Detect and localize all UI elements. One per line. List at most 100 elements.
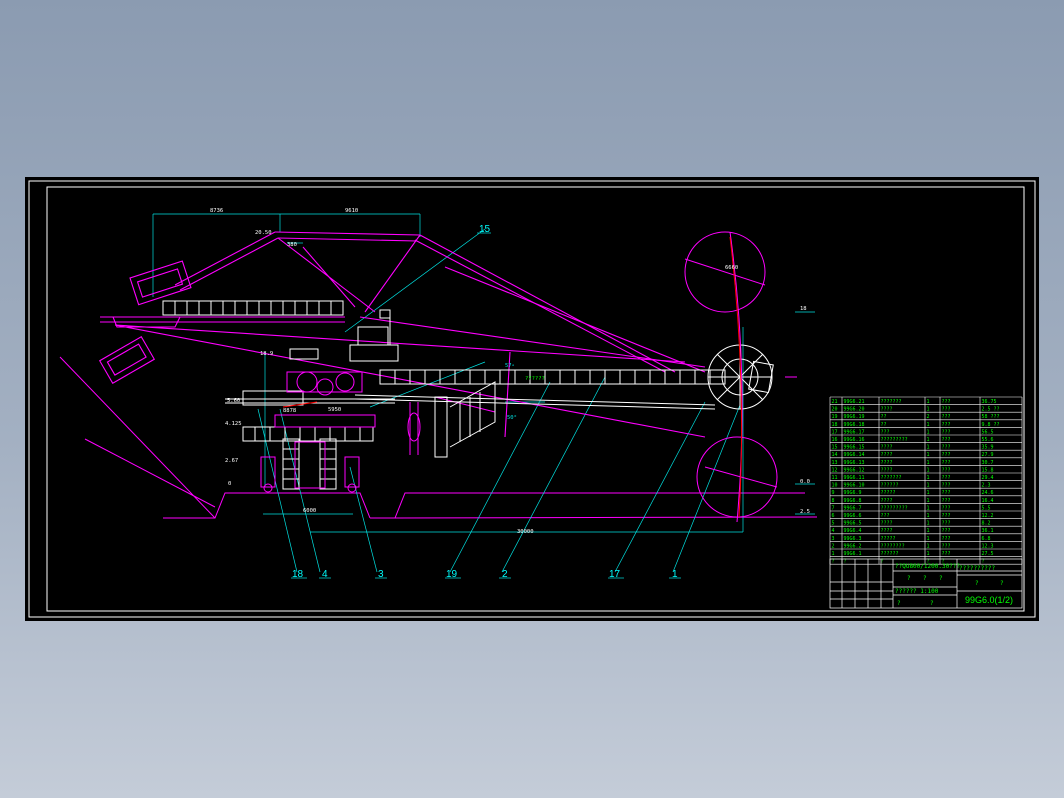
bom-cell: 99G6.6 — [844, 513, 862, 519]
cad-drawing: 8736 9610 380 8878 5950 6000 30000 57∘ 5… — [28, 180, 1036, 618]
bom-cell: ????????? — [881, 437, 908, 443]
dim-text: 8878 — [283, 408, 296, 414]
dim-text: 57∘ — [505, 363, 515, 369]
bom-cell: ??? — [881, 513, 890, 519]
upper-boom — [100, 231, 706, 438]
elev-text: 2.5 — [800, 509, 810, 515]
bom-cell: 12 — [832, 467, 838, 473]
bom-cell: 99G6.19 — [844, 414, 865, 420]
balloon-underlines — [291, 232, 681, 579]
bom-cell: 7 — [832, 505, 835, 511]
elev-text: 18.9 — [260, 351, 273, 357]
bom-cell: 1 — [927, 407, 930, 413]
ground-lines — [59, 356, 818, 519]
bom-cell: 99G6.7 — [844, 505, 862, 511]
gantry-truss — [162, 300, 726, 490]
bom-cell: ??? — [942, 437, 951, 443]
title-mark: ? — [907, 575, 911, 582]
dim-text: 9610 — [345, 208, 358, 214]
bom-cell: 24.6 — [982, 490, 994, 496]
bucket-wheel — [707, 344, 774, 410]
bom-cell: 11 — [832, 475, 838, 481]
balloon-17: 17 — [609, 569, 621, 580]
bom-header-cell: ? — [844, 559, 847, 565]
bom-cell: 1 — [927, 452, 930, 458]
bom-cell: ??? — [942, 483, 951, 489]
drawing-number: 99G6.0(1/2) — [965, 595, 1013, 605]
bom-cell: 13 — [832, 460, 838, 466]
bom-header-cell: ? — [832, 559, 835, 565]
dim-text: 8736 — [210, 208, 223, 214]
bom-cell: 2 — [832, 543, 835, 549]
bom-cell: 16 — [832, 437, 838, 443]
bom-cell: 4 — [832, 528, 835, 534]
bom-cell: ??????? — [881, 475, 902, 481]
bom-cell: 18 — [832, 422, 838, 428]
dim-text: ?????? — [525, 376, 545, 382]
bom-cell: ??? — [942, 513, 951, 519]
bom-header-cell: ? — [927, 559, 930, 565]
bom-cell: 99G6.8 — [844, 498, 862, 504]
bom-cell: ?? — [881, 414, 887, 420]
bom-cell: 99G6.13 — [844, 460, 865, 466]
bom-cell: 3 — [832, 536, 835, 542]
bom-cell: 27.5 — [982, 551, 994, 557]
inner-frame — [46, 186, 1025, 612]
bom-header-cell: ? — [982, 559, 985, 565]
bom-cell: 36.75 — [982, 399, 997, 405]
bom-cell: 6.8 — [982, 536, 991, 542]
bom-cell: 99G6.14 — [844, 452, 865, 458]
bom-cell: ??? — [881, 429, 890, 435]
bom-cell: ??? — [942, 414, 951, 420]
bom-cell: 30.7 — [982, 460, 994, 466]
elev-text: 20.50 — [255, 230, 272, 236]
elev-text: 6660 — [725, 265, 738, 271]
counterweight — [98, 260, 192, 385]
bom-cell: 56.5 — [982, 429, 994, 435]
bom-cell: 99G6.21 — [844, 399, 865, 405]
title-sheet: ? — [897, 600, 901, 607]
elev-text: 2.67 — [225, 458, 238, 464]
bom-header-cell: ? — [881, 559, 884, 565]
dim-text: 6000 — [303, 508, 316, 514]
red-accents — [282, 236, 743, 518]
bom-cell: ??????? — [881, 399, 902, 405]
bom-cell: ???? — [881, 460, 893, 466]
bom-cell: ??? — [942, 452, 951, 458]
bom-header-cell: ? — [942, 559, 945, 565]
bom-cell: ??? — [942, 551, 951, 557]
bom-cell: ??? — [942, 475, 951, 481]
bom-cell: ???? — [881, 445, 893, 451]
bom-cell: 1 — [927, 467, 930, 473]
balloon-19: 19 — [446, 569, 458, 580]
bom-cell: ????? — [881, 490, 896, 496]
bom-cell: 5 — [832, 521, 835, 527]
elev-text: 4.125 — [225, 421, 242, 427]
bom-cell: 99G6.10 — [844, 483, 865, 489]
bom-cell: ????????? — [881, 505, 908, 511]
bom-cell: 1 — [832, 551, 835, 557]
bom-cell: 10 — [832, 483, 838, 489]
bom-cell: 8 — [832, 498, 835, 504]
bom-cell: 99G6.18 — [844, 422, 865, 428]
bom-cell: 6 — [832, 513, 835, 519]
bom-cell: ?????? — [881, 551, 899, 557]
bom-cell: ??? — [942, 422, 951, 428]
machinery — [260, 371, 421, 493]
bom-cell: 9.8 ?? — [982, 422, 1000, 428]
bom-cell: ??? — [942, 429, 951, 435]
outer-frame — [28, 180, 1036, 618]
bom-cell: 1 — [927, 475, 930, 481]
bom-cell: ???? — [881, 467, 893, 473]
bom-cell: ???????? — [881, 543, 905, 549]
bom-cell: 1 — [927, 543, 930, 549]
bom-cell: ???? — [881, 452, 893, 458]
bom-cell: 55.6 — [982, 437, 994, 443]
bom-cell: 15.8 — [982, 467, 994, 473]
bom-cell: 9 — [832, 490, 835, 496]
bom-cell: 1 — [927, 528, 930, 534]
elev-text: 5.60 — [227, 398, 240, 404]
elev-text: 0 — [228, 481, 231, 487]
drawing-sheet: 8736 9610 380 8878 5950 6000 30000 57∘ 5… — [25, 177, 1039, 621]
title-sheet: ? — [930, 600, 934, 607]
